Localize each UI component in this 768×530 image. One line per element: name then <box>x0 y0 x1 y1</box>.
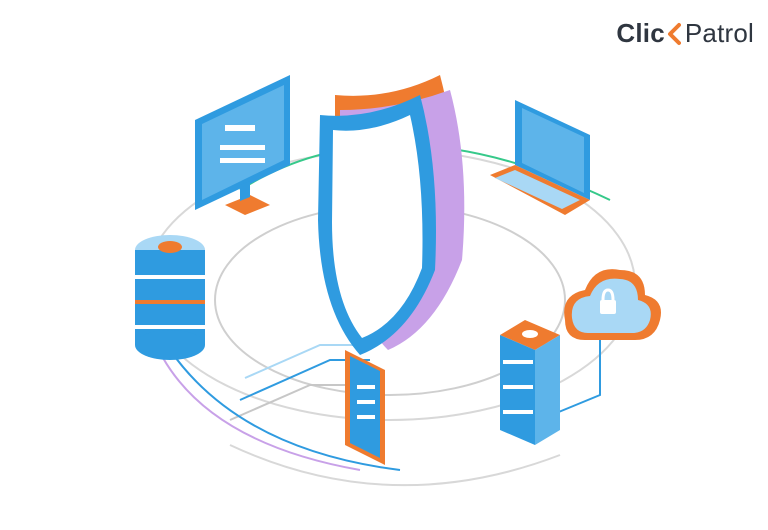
brand-text-right: Patrol <box>684 18 754 48</box>
left-server <box>135 235 205 360</box>
monitor <box>195 75 290 215</box>
brand-chevron-icon <box>667 22 681 46</box>
laptop <box>490 100 590 215</box>
brand-logo: Clic Patrol <box>616 18 754 49</box>
server-cable <box>169 349 401 471</box>
right-server <box>500 320 560 445</box>
smartphone <box>345 350 385 465</box>
cloud-lock <box>564 269 661 340</box>
lower-arc <box>229 444 561 487</box>
brand-text-left: Clic <box>616 18 665 48</box>
shield <box>318 75 465 355</box>
